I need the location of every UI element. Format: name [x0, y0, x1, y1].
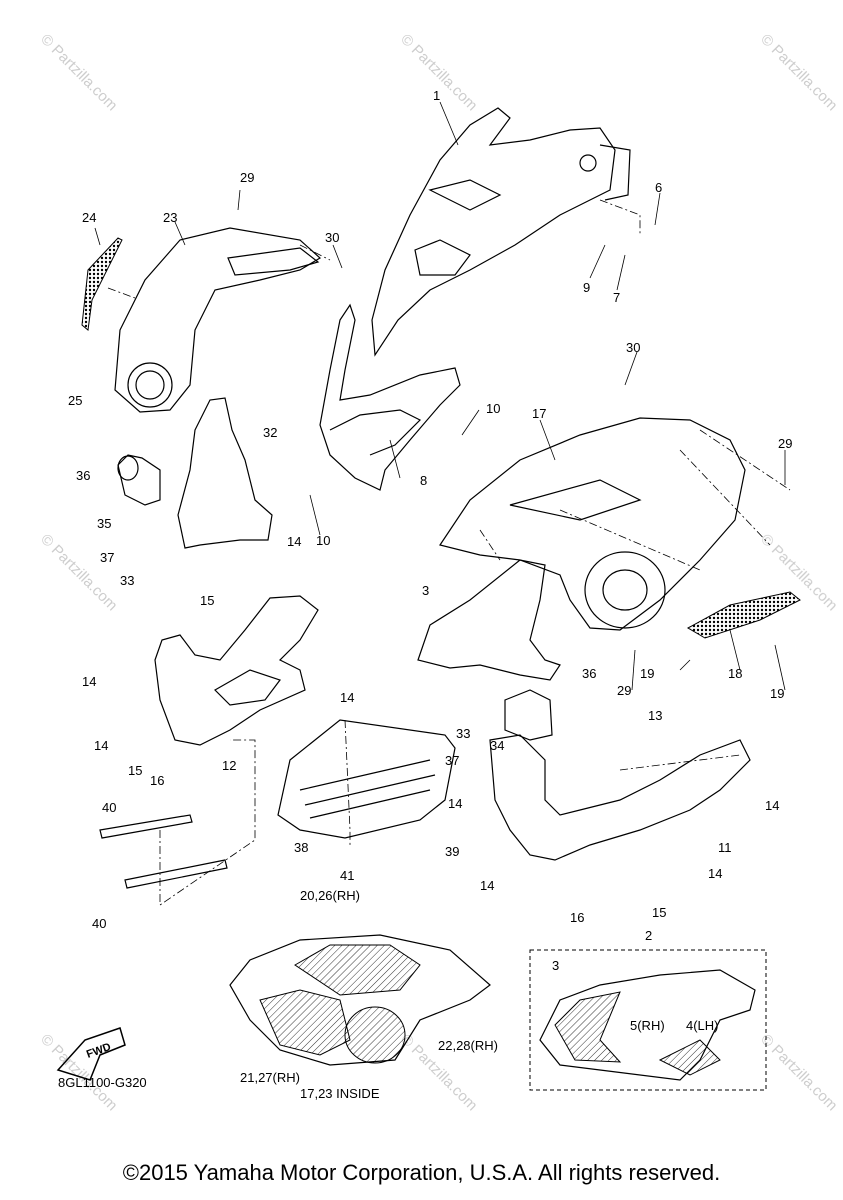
callout-12: 12 — [222, 758, 236, 773]
watermark: © Partzilla.com — [757, 31, 840, 114]
decal-side-group — [229, 934, 491, 1066]
diagram-canvas: © Partzilla.com © Partzilla.com © Partzi… — [37, 31, 840, 1114]
callout-9: 9 — [583, 280, 590, 295]
callout-29: 29 — [778, 436, 792, 451]
callout-11: 11 — [718, 840, 732, 855]
callout-3: 3 — [422, 583, 429, 598]
callout-29: 29 — [240, 170, 254, 185]
callout-30: 30 — [325, 230, 339, 245]
part-side-panel-left — [81, 227, 322, 413]
callout-16: 16 — [570, 910, 584, 925]
callout-15: 15 — [200, 593, 214, 608]
part-front-cowling — [371, 107, 631, 357]
callout-14: 14 — [82, 674, 96, 689]
part-lower-front-cover — [319, 303, 461, 491]
part-inner-bracket-left — [117, 397, 273, 549]
callout-15: 15 — [128, 763, 142, 778]
callout-37: 37 — [445, 753, 459, 768]
callout-14: 14 — [340, 690, 354, 705]
part-undercover-right — [489, 734, 751, 861]
part-undercover-left — [154, 595, 319, 746]
callout-37: 37 — [100, 550, 114, 565]
callout-7: 7 — [613, 290, 620, 305]
copyright-notice: ©2015 Yamaha Motor Corporation, U.S.A. A… — [122, 1160, 721, 1185]
callout-1: 1 — [433, 88, 440, 103]
callout-38: 38 — [294, 840, 308, 855]
watermark: © Partzilla.com — [757, 1031, 840, 1114]
callout-14: 14 — [94, 738, 108, 753]
decal-front-group — [529, 949, 767, 1091]
callout-17: 17 — [532, 406, 546, 421]
callout-25: 25 — [68, 393, 82, 408]
diagram-code: 8GL1100-G320 — [58, 1075, 147, 1090]
part-side-panel-right — [439, 417, 801, 639]
callout-5: 5(RH) — [630, 1018, 665, 1033]
callout-6: 6 — [655, 180, 662, 195]
callout-20: 20,26(RH) — [300, 888, 360, 903]
callout-18: 18 — [728, 666, 742, 681]
callout-16: 16 — [150, 773, 164, 788]
leader-lines — [94, 101, 786, 691]
callout-39: 39 — [445, 844, 459, 859]
callout-14: 14 — [287, 534, 301, 549]
callout-14: 14 — [480, 878, 494, 893]
watermarks: © Partzilla.com © Partzilla.com © Partzi… — [37, 31, 840, 1114]
callout-34: 34 — [490, 738, 504, 753]
callout-40: 40 — [102, 800, 116, 815]
callout-29: 29 — [617, 683, 631, 698]
callout-32: 32 — [263, 425, 277, 440]
callout-33: 33 — [120, 573, 134, 588]
callout-19: 19 — [640, 666, 654, 681]
part-inner-bracket-right — [417, 559, 561, 741]
callout-8: 8 — [420, 473, 427, 488]
callout-19: 19 — [770, 686, 784, 701]
callout-21: 21,27(RH) — [240, 1070, 300, 1085]
callout-14: 14 — [765, 798, 779, 813]
callout-24: 24 — [82, 210, 96, 225]
callout-3: 3 — [552, 958, 559, 973]
watermark: © Partzilla.com — [37, 31, 120, 114]
callout-35: 35 — [97, 516, 111, 531]
callout-4: 4(LH) — [686, 1018, 719, 1033]
callout-17-23-inside: 17,23 INSIDE — [300, 1086, 380, 1101]
callout-40: 40 — [92, 916, 106, 931]
reference-lines — [107, 199, 791, 906]
callout-14: 14 — [448, 796, 462, 811]
part-skid-plate — [277, 719, 456, 839]
callout-2: 2 — [645, 928, 652, 943]
callout-23: 23 — [163, 210, 177, 225]
callout-14: 14 — [708, 866, 722, 881]
callout-36: 36 — [582, 666, 596, 681]
callout-15: 15 — [652, 905, 666, 920]
part-strips — [99, 814, 228, 889]
callout-22: 22,28(RH) — [438, 1038, 498, 1053]
callout-10: 10 — [486, 401, 500, 416]
callout-13: 13 — [648, 708, 662, 723]
callout-33: 33 — [456, 726, 470, 741]
callout-10: 10 — [316, 533, 330, 548]
callouts: 1 2 3 3 4(LH) 5(RH) 6 7 8 9 10 10 11 12 … — [58, 88, 792, 1101]
watermark: © Partzilla.com — [37, 531, 120, 614]
callout-36: 36 — [76, 468, 90, 483]
callout-41: 41 — [340, 868, 354, 883]
callout-30: 30 — [626, 340, 640, 355]
